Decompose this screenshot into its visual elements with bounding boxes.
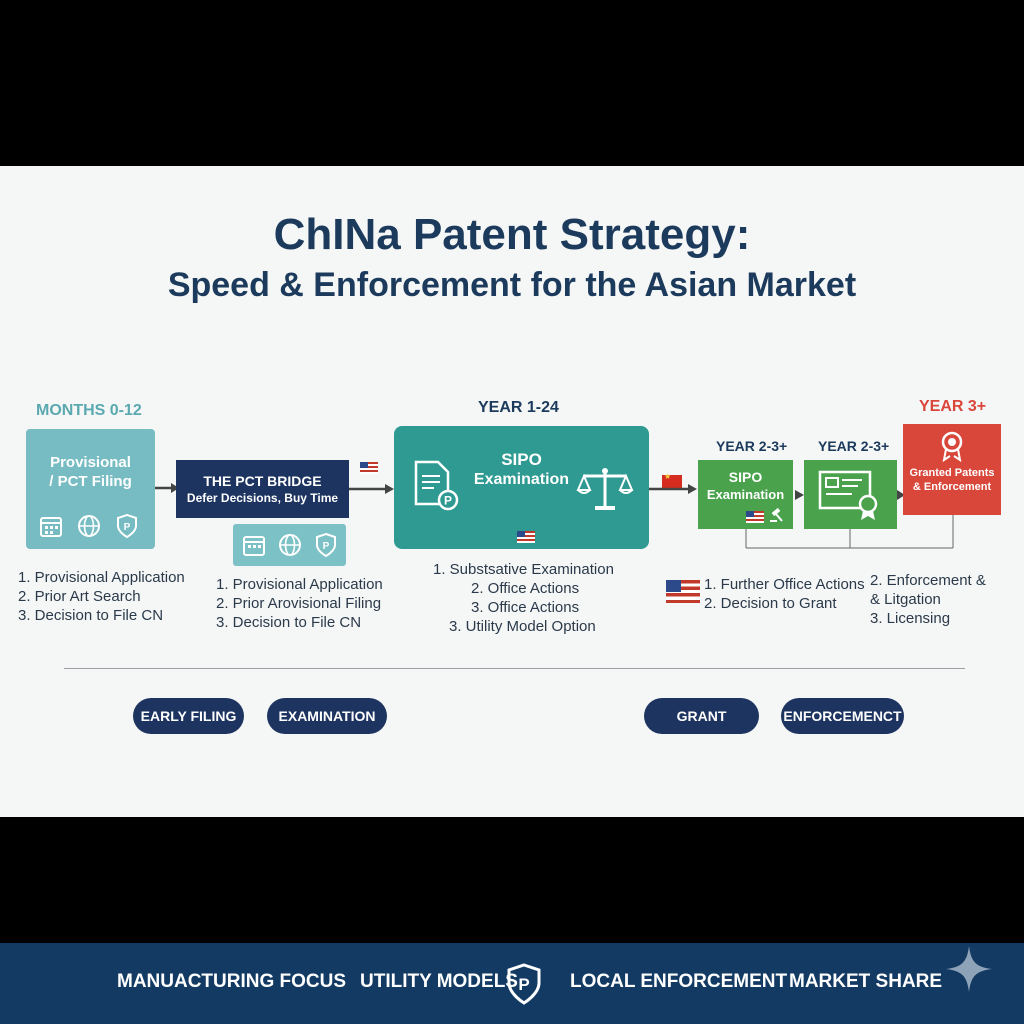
- svg-text:P: P: [444, 494, 452, 508]
- footer-bar: MANUACTURING FOCUS UTILITY MODELS P LOCA…: [0, 943, 1024, 1024]
- provisional-list: 1. Provisional Application 2. Prior Art …: [18, 568, 185, 625]
- list-item: 3. Decision to File CN: [216, 614, 362, 631]
- certificate-box: [804, 460, 897, 529]
- list-item: 3. Utility Model Option: [449, 618, 596, 635]
- globe-icon: [78, 515, 100, 537]
- china-flag-icon: [662, 472, 682, 488]
- us-flag-icon: [360, 462, 378, 474]
- list-item: 1. Further Office Actions: [704, 576, 865, 593]
- gavel-icon: [770, 508, 783, 522]
- list-item: 3. Licensing: [870, 610, 951, 627]
- list-item: 1. Substsative Examination: [433, 561, 614, 578]
- list-item: 2. Decision to Grant: [704, 595, 837, 612]
- enforcement-list: 2. Enforcement & & Litgation 3. Licensin…: [870, 571, 986, 628]
- list-item: 1. Provisional Application: [18, 569, 185, 586]
- footer-item-market-share: MARKET SHARE: [789, 971, 943, 992]
- sipo-label-1: SIPO: [501, 450, 542, 469]
- svg-text:P: P: [124, 522, 131, 533]
- list-item: 2. Enforcement &: [870, 572, 986, 589]
- further-actions-list: 1. Further Office Actions 2. Decision to…: [704, 575, 865, 613]
- bracket-connector: [745, 515, 954, 549]
- sipo-examination-box: SIPO Examination P: [394, 426, 649, 549]
- patent-certificate-icon: [818, 470, 878, 520]
- footer-item-utility-models: UTILITY MODELS: [360, 971, 518, 992]
- granted-label-1: Granted Patents: [909, 467, 995, 479]
- scales-of-justice-icon: [576, 468, 634, 510]
- pct-bridge-label-1: THE PCT BRIDGE: [203, 473, 322, 489]
- provisional-label-1: Provisional: [50, 454, 131, 471]
- phase-pill-examination: EXAMINATION: [267, 698, 387, 734]
- phase-pill-grant: GRANT: [644, 698, 759, 734]
- document-patent-icon: P: [414, 460, 459, 511]
- svg-text:P: P: [322, 541, 329, 552]
- arrow-connector: [155, 483, 179, 493]
- sipo-small-box: SIPO Examination: [698, 460, 793, 529]
- title-line-1: ChINa Patent Strategy:: [273, 210, 751, 259]
- arrow-connector: [795, 490, 804, 500]
- list-item: 1. Provisional Application: [216, 576, 383, 593]
- period-year-2-3-a: YEAR 2-3+: [716, 438, 788, 454]
- us-flag-icon: [666, 580, 700, 603]
- sipo-label-2: Examination: [473, 471, 570, 488]
- us-flag-icon: [517, 531, 535, 543]
- divider: [64, 668, 965, 669]
- svg-text:P: P: [518, 975, 529, 994]
- sipo-small-label-1: SIPO: [728, 469, 763, 485]
- title-line-2: Speed & Enforcement for the Asian Market: [167, 266, 857, 304]
- calendar-icon: [242, 536, 265, 556]
- granted-box: Granted Patents & Enforcement: [903, 424, 1001, 515]
- sparkle-icon: [946, 946, 992, 992]
- patent-shield-icon: P: [315, 532, 336, 558]
- patent-shield-icon: P: [117, 513, 137, 539]
- sipo-small-label-2: Examination: [706, 487, 785, 502]
- list-item: & Litgation: [870, 591, 941, 608]
- pct-bridge-label-2: Defer Decisions, Buy Time: [186, 491, 339, 505]
- footer-item-local-enforcement: LOCAL ENFORCEMENT: [570, 971, 788, 992]
- period-year-2-3-b: YEAR 2-3+: [818, 438, 890, 454]
- provisional-box: Provisional / PCT Filing P: [26, 429, 155, 549]
- arrow-connector: [897, 490, 905, 500]
- calendar-icon: [40, 517, 62, 537]
- period-year-3-plus: YEAR 3+: [919, 398, 987, 415]
- provisional-label-2: / PCT Filing: [49, 473, 132, 490]
- slide: ChINa Patent Strategy: Speed & Enforceme…: [0, 166, 1024, 817]
- pct-bridge-list: 1. Provisional Application 2. Prior Arov…: [216, 575, 383, 632]
- phase-pill-early-filing: EARLY FILING: [133, 698, 244, 734]
- patent-shield-icon: P: [507, 963, 541, 1005]
- arrow-connector: [649, 484, 697, 494]
- provisional-icons: P: [38, 513, 140, 539]
- phase-pill-enforcement: ENFORCEMENCT: [781, 698, 904, 734]
- globe-icon: [278, 534, 301, 556]
- arrow-connector: [349, 484, 394, 494]
- list-item: 2. Office Actions: [471, 580, 580, 597]
- list-item: 3. Office Actions: [471, 599, 580, 616]
- footer-item-manufacturing: MANUACTURING FOCUS: [117, 971, 347, 992]
- us-flag-icon: [746, 511, 764, 523]
- period-months-0-12: MONTHS 0-12: [36, 402, 142, 419]
- period-year-1-24: YEAR 1-24: [478, 399, 559, 416]
- list-item: 3. Decision to File CN: [18, 607, 164, 624]
- sipo-list: 1. Substsative Examination 2. Office Act…: [433, 560, 614, 636]
- pct-bridge-icons: P: [233, 524, 346, 566]
- pct-bridge-box: THE PCT BRIDGE Defer Decisions, Buy Time: [176, 460, 349, 518]
- granted-label-2: & Enforcement: [912, 481, 992, 493]
- list-item: 2. Prior Arovisional Filing: [216, 595, 382, 612]
- award-ribbon-icon: [941, 431, 963, 462]
- list-item: 2. Prior Art Search: [18, 588, 141, 605]
